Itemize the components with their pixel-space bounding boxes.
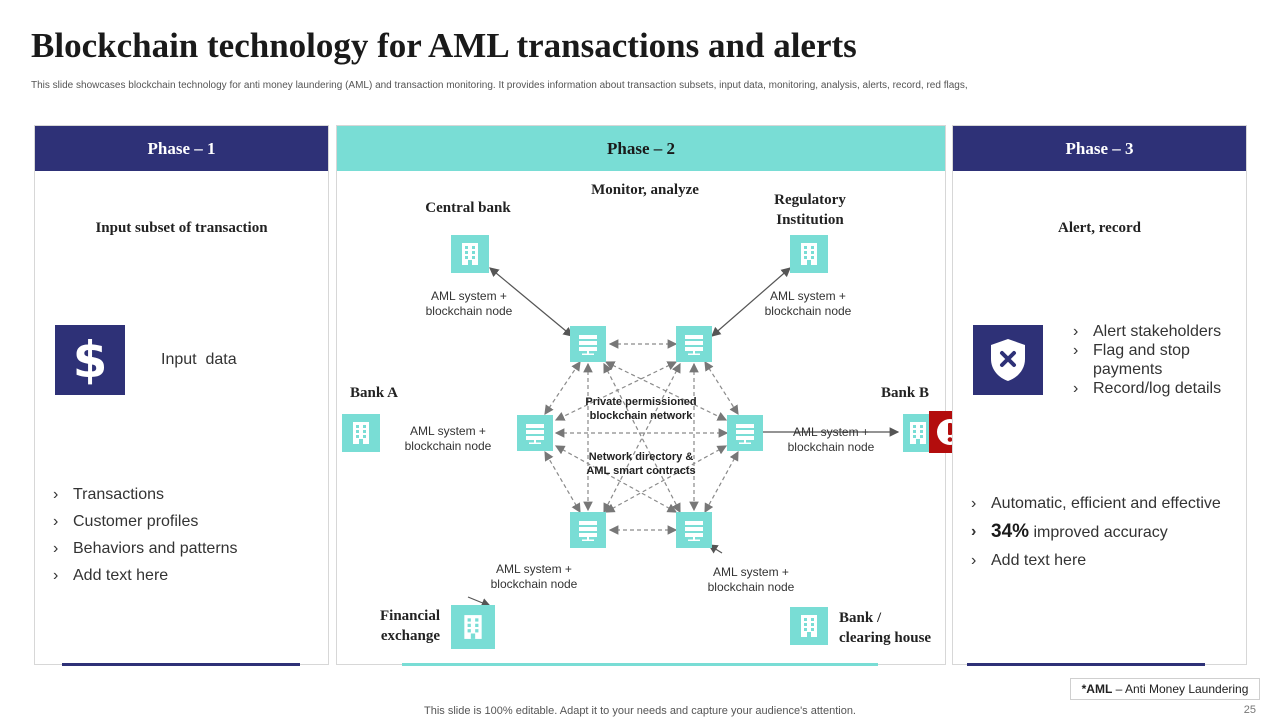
- chevron-right-icon: ›: [1073, 323, 1079, 340]
- central-node-label: AML system +blockchain node: [425, 289, 513, 318]
- footer-note: This slide is 100% editable. Adapt it to…: [424, 705, 856, 717]
- phase-3-heading: Alert, record: [1057, 220, 1141, 236]
- phase-1-header: Phase – 1: [35, 126, 328, 171]
- chevron-right-icon: ›: [971, 552, 977, 569]
- phase-3-top-bullets: ›Alert stakeholders ›Flag and stop payme…: [1073, 322, 1233, 398]
- slide-title: Blockchain technology for AML transactio…: [31, 26, 857, 65]
- chevron-right-icon: ›: [53, 540, 59, 557]
- phase-3-header: Phase – 3: [953, 126, 1246, 171]
- financial-exchange-building-icon: [451, 605, 495, 649]
- regulatory-building-icon: [790, 235, 828, 273]
- list-item: ›Customer profiles: [53, 508, 238, 535]
- regulatory-node-label: AML system +blockchain node: [764, 289, 852, 318]
- dollar-icon-box: $: [55, 325, 125, 395]
- list-item: ›Add text here: [971, 547, 1221, 575]
- chevron-right-icon: ›: [971, 495, 977, 512]
- chevron-right-icon: ›: [53, 513, 59, 530]
- list-item: ›Automatic, efficient and effective: [971, 490, 1221, 518]
- phase-2-header: Phase – 2: [337, 126, 945, 171]
- clearing-node-label: AML system +blockchain node: [707, 565, 795, 594]
- chevron-right-icon: ›: [53, 486, 59, 503]
- financial-exchange-label: Financial exchange: [379, 608, 440, 644]
- clearing-house-label: Bank / clearing house: [839, 610, 932, 646]
- dollar-icon: $: [72, 331, 108, 389]
- chevron-right-icon: ›: [1073, 380, 1079, 397]
- phase-1-underline: [62, 663, 300, 666]
- phase-3-underline: [967, 663, 1205, 666]
- phase-1-bullets: ›Transactions ›Customer profiles ›Behavi…: [53, 481, 238, 589]
- phase-3-bottom-bullets: ›Automatic, efficient and effective › 34%…: [971, 490, 1221, 575]
- list-item: ›34% improved accuracy: [971, 518, 1221, 547]
- blockchain-node-icon: [570, 512, 606, 548]
- phase-1-heading: Input subset of transaction: [95, 220, 268, 236]
- blockchain-node-icon: [517, 415, 553, 451]
- chevron-right-icon: ›: [1073, 342, 1079, 359]
- phase-2-underline: [402, 663, 878, 666]
- bank-b-building-icon: [903, 414, 933, 452]
- chevron-right-icon: ›: [53, 567, 59, 584]
- bank-a-building-icon: [342, 414, 380, 452]
- central-bank-label: Central bank: [425, 200, 511, 216]
- shield-x-icon: [991, 339, 1025, 381]
- phase-3-panel: Phase – 3 Alert, record ›Alert stakehold…: [952, 125, 1247, 665]
- central-bank-building-icon: [451, 235, 489, 273]
- regulatory-label: Regulatory Institution: [774, 192, 846, 228]
- directory-label: Network directory &AML smart contracts: [586, 451, 696, 477]
- list-item: ›Flag and stop payments: [1073, 342, 1190, 378]
- blockchain-node-icon: [727, 415, 763, 451]
- phase-2-heading: Monitor, analyze: [591, 182, 699, 198]
- accuracy-value: 34%: [991, 521, 1030, 542]
- bank-a-node-label: AML system +blockchain node: [404, 424, 492, 453]
- list-item: ›Add text here: [53, 562, 238, 589]
- blockchain-node-icon: [676, 512, 712, 548]
- list-item: ›Record/log details: [1073, 380, 1222, 397]
- aml-footnote: *AML – Anti Money Laundering: [1070, 678, 1260, 700]
- list-item: ›Behaviors and patterns: [53, 535, 238, 562]
- page-number: 25: [1243, 704, 1256, 716]
- phase-1-panel: Phase – 1 Input subset of transaction $ …: [34, 125, 329, 665]
- blockchain-node-icon: [676, 326, 712, 362]
- clearing-house-building-icon: [790, 607, 828, 645]
- shield-icon-box: [973, 325, 1043, 395]
- input-data-label: Input data: [161, 351, 237, 368]
- list-item: ›Alert stakeholders: [1073, 323, 1222, 340]
- chevron-right-icon: ›: [971, 523, 977, 540]
- financial-node-label: AML system +blockchain node: [490, 562, 578, 591]
- list-item: ›Transactions: [53, 481, 238, 508]
- slide-subtitle: This slide showcases blockchain technolo…: [31, 80, 968, 91]
- bank-a-label: Bank A: [350, 385, 398, 401]
- bank-b-label: Bank B: [881, 385, 929, 401]
- blockchain-node-icon: [570, 326, 606, 362]
- bank-b-node-label: AML system +blockchain node: [787, 425, 875, 454]
